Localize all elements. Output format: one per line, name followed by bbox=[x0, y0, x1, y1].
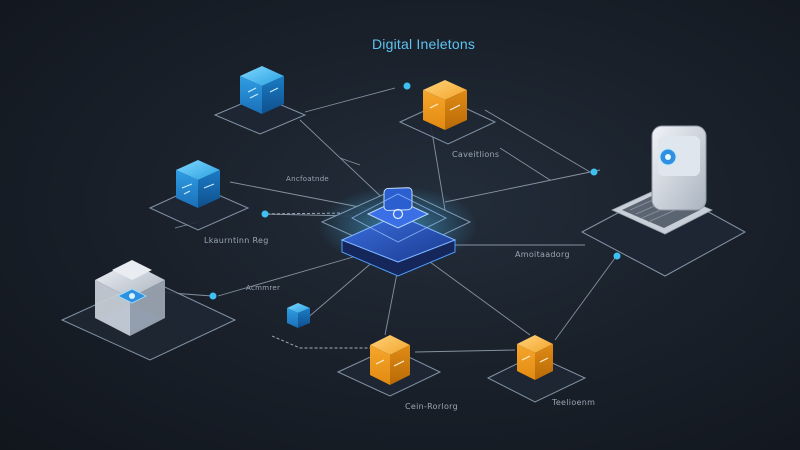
orange-cube-bottom-left[interactable] bbox=[370, 335, 410, 385]
doc-icon bbox=[181, 183, 215, 195]
storage-icon bbox=[129, 293, 135, 299]
connector-dots bbox=[209, 82, 621, 300]
diagram-title: Digital Ineletons bbox=[372, 36, 476, 52]
chart-icon bbox=[247, 87, 279, 99]
label-node-c: Amoitaadorg bbox=[515, 250, 570, 259]
signal-icon bbox=[521, 355, 549, 363]
tool-icon bbox=[429, 103, 461, 111]
display-device[interactable] bbox=[651, 125, 707, 211]
blue-cube-top[interactable] bbox=[240, 66, 284, 114]
label-node-b: Lkaurntinn Reg bbox=[204, 236, 269, 245]
orange-cube-bottom-right[interactable] bbox=[517, 335, 553, 380]
blue-cube-left[interactable] bbox=[176, 160, 220, 208]
label-edge-a: Ancfoatnde bbox=[286, 175, 330, 183]
label-edge-b: Acmmrer bbox=[246, 284, 281, 292]
label-node-d: Cein-Rorlorg bbox=[405, 402, 459, 411]
label-node-e: Teelioenm bbox=[552, 398, 596, 407]
orange-cube-top[interactable] bbox=[423, 80, 467, 130]
label-node-a: Caveitlions bbox=[452, 150, 500, 159]
hub-core-icon bbox=[392, 208, 404, 220]
arrow-icon bbox=[375, 359, 405, 367]
keyboard-icon bbox=[629, 195, 681, 223]
small-blue-cube[interactable] bbox=[287, 303, 310, 328]
central-hub[interactable] bbox=[340, 187, 457, 277]
server-block[interactable] bbox=[95, 260, 165, 336]
